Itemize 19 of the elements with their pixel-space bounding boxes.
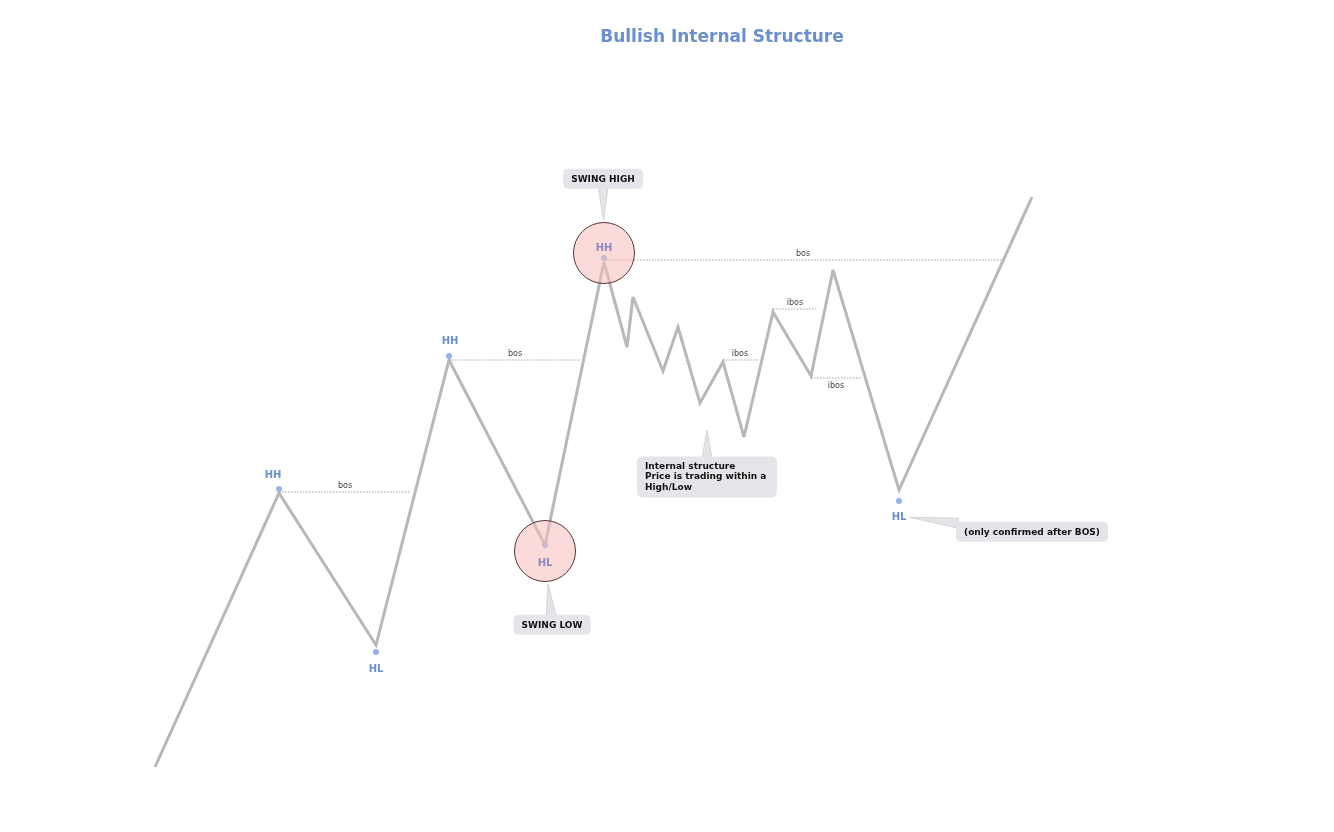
level-label: ibos: [827, 380, 845, 390]
callout-text: Price is trading within a High/Low: [645, 471, 768, 493]
point-label: HL: [368, 662, 384, 674]
level-label: ibos: [786, 297, 804, 307]
level-label: bos: [507, 348, 523, 358]
level-label: bos: [337, 480, 353, 490]
callout-pointer: [597, 186, 609, 221]
level-label: bos: [795, 248, 811, 258]
point-label: HH: [441, 334, 459, 346]
point-label: HH: [595, 242, 613, 253]
point-label: HL: [537, 557, 553, 568]
callout-box: [637, 456, 777, 498]
level-label: ibos: [731, 348, 749, 358]
callout-pointer: [909, 516, 960, 529]
title: Bullish Internal Structure: [600, 26, 844, 46]
callout-box: (only confirmed after BOS): [956, 521, 1108, 543]
callout-heading: Internal structure: [645, 461, 737, 472]
point-label: HL: [891, 510, 907, 522]
point-label: HH: [264, 468, 282, 480]
